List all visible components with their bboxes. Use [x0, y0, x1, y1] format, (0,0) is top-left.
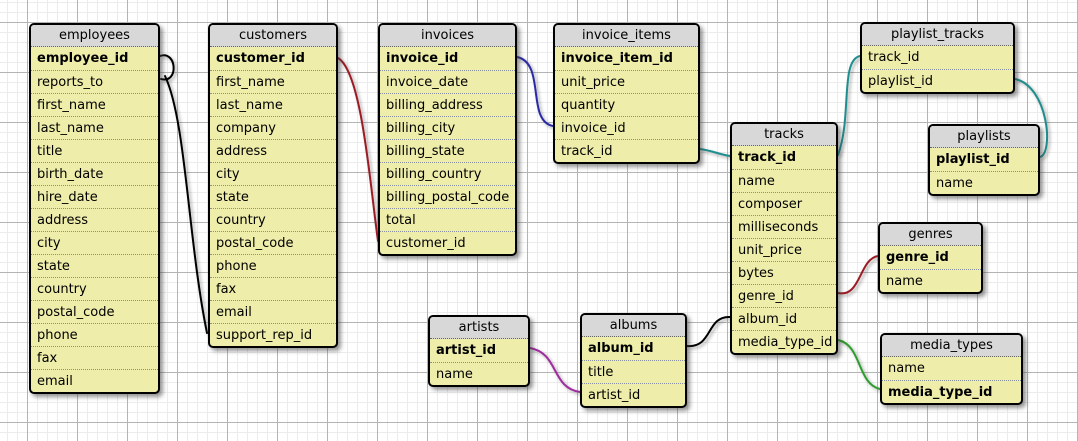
- table-header-playlist_tracks[interactable]: playlist_tracks: [862, 24, 1013, 46]
- field-tracks-unit_price[interactable]: unit_price: [732, 238, 836, 261]
- field-invoices-total[interactable]: total: [380, 208, 515, 231]
- table-header-invoices[interactable]: invoices: [380, 25, 515, 47]
- field-invoices-billing_country[interactable]: billing_country: [380, 162, 515, 185]
- field-playlists-name[interactable]: name: [930, 171, 1038, 194]
- table-header-employees[interactable]: employees: [31, 25, 158, 47]
- field-tracks-album_id[interactable]: album_id: [732, 307, 836, 330]
- field-tracks-bytes[interactable]: bytes: [732, 261, 836, 284]
- field-customers-last_name[interactable]: last_name: [210, 93, 336, 116]
- field-customers-postal_code[interactable]: postal_code: [210, 231, 336, 254]
- field-invoices-billing_city[interactable]: billing_city: [380, 116, 515, 139]
- field-employees-hire_date[interactable]: hire_date: [31, 185, 158, 208]
- field-genres-name[interactable]: name: [880, 269, 981, 292]
- field-invoices-billing_postal_code[interactable]: billing_postal_code: [380, 185, 515, 208]
- field-media_types-media_type_id[interactable]: media_type_id: [882, 380, 1021, 403]
- field-employees-fax[interactable]: fax: [31, 346, 158, 369]
- table-header-tracks[interactable]: tracks: [732, 124, 836, 146]
- field-invoice_items-unit_price[interactable]: unit_price: [555, 70, 698, 93]
- table-playlist_tracks[interactable]: playlist_tracks track_id playlist_id: [860, 22, 1015, 94]
- field-employees-first_name[interactable]: first_name: [31, 93, 158, 116]
- field-tracks-name[interactable]: name: [732, 169, 836, 192]
- field-invoices-invoice_date[interactable]: invoice_date: [380, 70, 515, 93]
- field-employees-country[interactable]: country: [31, 277, 158, 300]
- field-customers-first_name[interactable]: first_name: [210, 70, 336, 93]
- table-header-invoice_items[interactable]: invoice_items: [555, 25, 698, 47]
- relation-playlist-tracks-playlist-to-playlists: [1014, 78, 1049, 158]
- field-invoice_items-invoice_item_id[interactable]: invoice_item_id: [561, 51, 673, 66]
- field-tracks-media_type_id[interactable]: media_type_id: [732, 330, 836, 353]
- field-customers-fax[interactable]: fax: [210, 277, 336, 300]
- field-tracks-track_id[interactable]: track_id: [738, 150, 797, 165]
- relation-employees-reports-to-self-loop: [159, 54, 175, 81]
- field-customers-email[interactable]: email: [210, 300, 336, 323]
- field-tracks-milliseconds[interactable]: milliseconds: [732, 215, 836, 238]
- field-employees-reports_to[interactable]: reports_to: [31, 70, 158, 93]
- relation-invoice-items-track-to-tracks: [699, 148, 731, 157]
- field-invoices-customer_id[interactable]: customer_id: [380, 231, 515, 254]
- table-header-media_types[interactable]: media_types: [882, 335, 1021, 357]
- field-employees-birth_date[interactable]: birth_date: [31, 162, 158, 185]
- field-employees-state[interactable]: state: [31, 254, 158, 277]
- field-employees-postal_code[interactable]: postal_code: [31, 300, 158, 323]
- field-tracks-composer[interactable]: composer: [732, 192, 836, 215]
- relation-albums-album-to-tracks: [686, 315, 731, 348]
- field-invoices-billing_state[interactable]: billing_state: [380, 139, 515, 162]
- field-playlists-playlist_id[interactable]: playlist_id: [936, 152, 1010, 167]
- field-albums-album_id[interactable]: album_id: [588, 341, 654, 356]
- table-header-playlists[interactable]: playlists: [930, 126, 1038, 148]
- field-genres-genre_id[interactable]: genre_id: [886, 250, 949, 265]
- field-invoices-invoice_id[interactable]: invoice_id: [386, 51, 459, 66]
- field-employees-last_name[interactable]: last_name: [31, 116, 158, 139]
- relation-invoices-customer-to-customers: [337, 57, 379, 242]
- field-playlist_tracks-track_id[interactable]: track_id: [868, 50, 920, 65]
- field-artists-artist_id[interactable]: artist_id: [436, 343, 497, 358]
- table-header-customers[interactable]: customers: [210, 25, 336, 47]
- field-customers-address[interactable]: address: [210, 139, 336, 162]
- field-invoices-billing_address[interactable]: billing_address: [380, 93, 515, 116]
- field-albums-title[interactable]: title: [582, 360, 685, 383]
- field-customers-customer_id[interactable]: customer_id: [216, 51, 305, 66]
- field-employees-employee_id[interactable]: employee_id: [37, 51, 129, 66]
- relation-artists-artist-to-albums: [529, 347, 581, 393]
- relation-tracks-genre-to-genres: [837, 255, 879, 295]
- relation-tracks-media-type-to-media-types: [837, 339, 881, 390]
- field-invoice_items-track_id[interactable]: track_id: [555, 139, 698, 162]
- field-employees-phone[interactable]: phone: [31, 323, 158, 346]
- field-customers-phone[interactable]: phone: [210, 254, 336, 277]
- field-employees-city[interactable]: city: [31, 231, 158, 254]
- field-employees-title[interactable]: title: [31, 139, 158, 162]
- field-employees-address[interactable]: address: [31, 208, 158, 231]
- table-header-artists[interactable]: artists: [430, 317, 528, 339]
- field-albums-artist_id[interactable]: artist_id: [582, 383, 685, 406]
- field-customers-support_rep_id[interactable]: support_rep_id: [210, 323, 336, 346]
- field-invoice_items-invoice_id[interactable]: invoice_id: [555, 116, 698, 139]
- relation-customers-support-rep-to-employees: [164, 75, 208, 334]
- field-invoice_items-quantity[interactable]: quantity: [555, 93, 698, 116]
- relation-invoice-items-invoice-to-invoices: [516, 56, 554, 127]
- field-customers-company[interactable]: company: [210, 116, 336, 139]
- field-playlist_tracks-playlist_id[interactable]: playlist_id: [862, 69, 1013, 92]
- field-customers-city[interactable]: city: [210, 162, 336, 185]
- field-media_types-name[interactable]: name: [888, 361, 925, 376]
- table-header-albums[interactable]: albums: [582, 315, 685, 337]
- field-artists-name[interactable]: name: [430, 362, 528, 385]
- table-header-genres[interactable]: genres: [880, 224, 981, 246]
- field-customers-country[interactable]: country: [210, 208, 336, 231]
- relation-playlist-tracks-track-to-tracks: [837, 55, 861, 156]
- field-customers-state[interactable]: state: [210, 185, 336, 208]
- field-employees-email[interactable]: email: [31, 369, 158, 392]
- field-tracks-genre_id[interactable]: genre_id: [732, 284, 836, 307]
